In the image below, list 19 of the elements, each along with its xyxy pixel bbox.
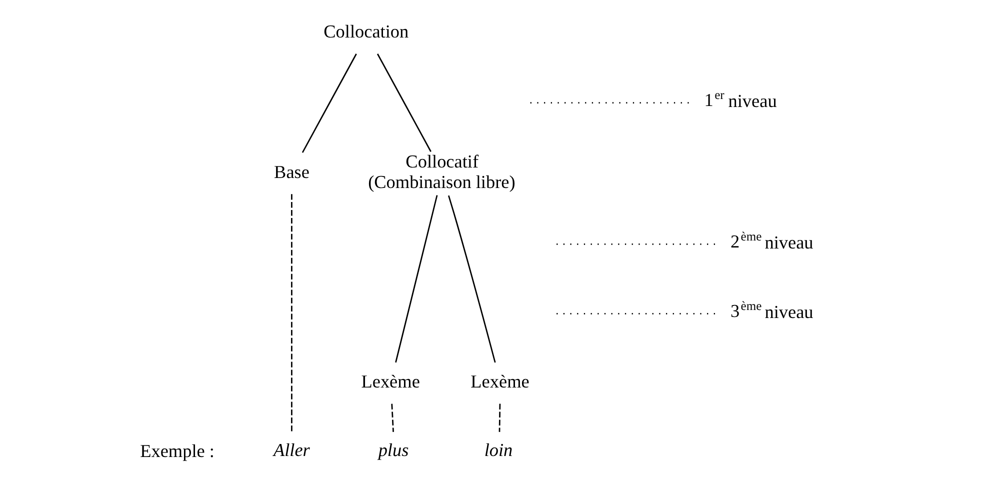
node-text: 1$^{er}$ niveau [704, 88, 776, 112]
node-text: Base [274, 162, 309, 182]
node-text: Aller [272, 440, 310, 460]
node-text: 3$^{ème}$ niveau [730, 298, 813, 322]
node-text: plus [378, 440, 408, 460]
label: Exemple : [140, 441, 214, 462]
node-text: Collocation [323, 22, 408, 42]
node-text: Lexème [360, 372, 420, 392]
node-text: loin [484, 440, 512, 460]
connector [390, 404, 394, 432]
connector [498, 404, 500, 432]
connector [290, 194, 292, 432]
connector [301, 54, 356, 153]
node-text: Collocatif (Combinaison libre) [368, 152, 515, 192]
connector [394, 195, 438, 363]
node-text: Lexème [470, 372, 529, 392]
connector [376, 54, 431, 152]
node-text: 2$^{ème}$ niveau [730, 229, 813, 252]
connector [447, 195, 496, 363]
